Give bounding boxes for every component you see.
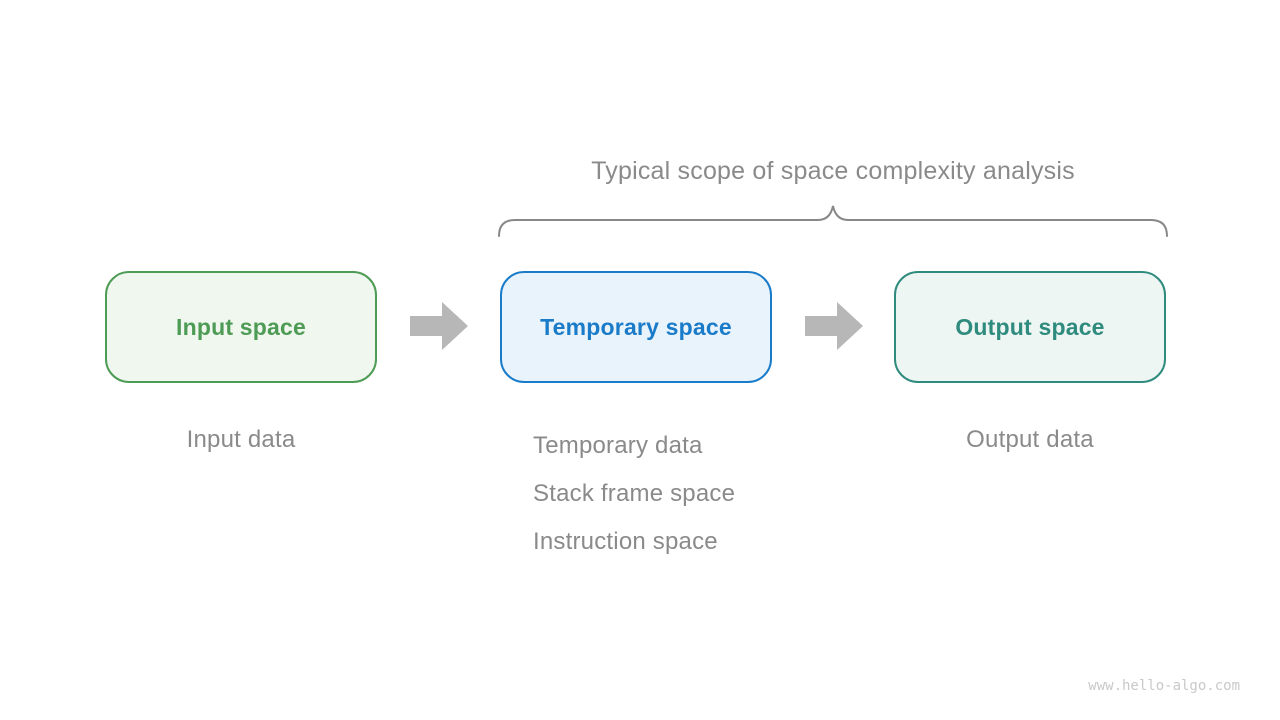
temporary-space-box: Temporary space bbox=[500, 271, 772, 383]
input-space-box: Input space bbox=[105, 271, 377, 383]
temporary-caption-list: Temporary data Stack frame space Instruc… bbox=[533, 426, 735, 570]
instruction-space-caption: Instruction space bbox=[533, 528, 718, 555]
output-data-caption: Output data bbox=[966, 426, 1094, 453]
temporary-data-caption: Temporary data bbox=[533, 432, 703, 459]
output-space-box: Output space bbox=[894, 271, 1166, 383]
arrow-right-icon bbox=[410, 302, 468, 350]
brace-icon bbox=[498, 205, 1168, 237]
output-space-label: Output space bbox=[955, 313, 1105, 340]
arrow-right-icon bbox=[805, 302, 863, 350]
stack-frame-space-caption: Stack frame space bbox=[533, 480, 736, 507]
temporary-space-label: Temporary space bbox=[540, 313, 732, 340]
watermark: www.hello-algo.com bbox=[1088, 678, 1240, 694]
input-data-caption: Input data bbox=[186, 426, 296, 453]
diagram-title: Typical scope of space complexity analys… bbox=[591, 157, 1075, 185]
input-space-label: Input space bbox=[175, 313, 306, 340]
